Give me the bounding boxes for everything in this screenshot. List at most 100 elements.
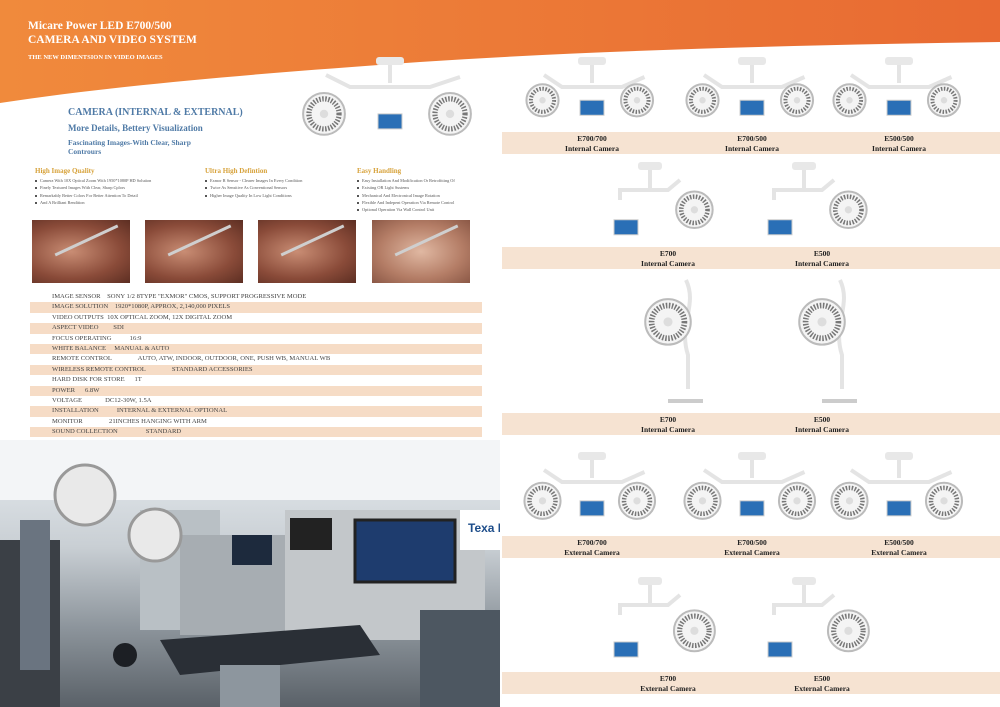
feature-item: Twice As Sensitive As Conventional Senso… [205,184,355,191]
feature-title: Ultra High Defintion [205,167,268,175]
lamp-icon [523,452,657,520]
product-image [677,450,827,532]
product-camera-type: External Camera [724,547,780,557]
product-model: E700/700 [577,134,607,143]
lamp-icon [832,57,962,118]
camera-section: CAMERA (INTERNAL & EXTERNAL) More Detail… [68,107,243,156]
product-image [677,55,827,128]
product-camera-type: External Camera [794,683,850,693]
feature-item: Camera With 10X Optical Zoom With 1950*1… [35,177,185,184]
spec-table: IMAGE SENSOR SONY 1/2 8TYPE "EXMOR" CMOS… [30,292,482,438]
product-model: E700 [659,674,677,683]
feature-item: Flexible And Indepent Operation Via Remo… [357,199,507,206]
spec-row: INSTALLATION INTERNAL & EXTERNAL OPTIONA… [30,406,482,417]
product-camera-type: External Camera [640,683,696,693]
product-camera-type: External Camera [564,547,620,557]
product-image [517,450,667,532]
feature-item: Existing OR Light Sustems [357,184,507,191]
product-camera-type: Internal Camera [795,424,849,434]
product-image [762,575,882,668]
header-banner [0,0,1000,103]
lamp-icon [644,279,703,403]
lamp-icon [830,452,964,520]
product-camera-type: Internal Camera [795,258,849,268]
surgical-image-2 [145,220,243,283]
product-camera-type: Internal Camera [565,143,619,153]
lamp-icon [683,452,817,520]
lamp-icon [767,577,870,658]
feature-item: Mechanical And Electronical Image Rotati… [357,192,507,199]
feature-item: Finely Textured Images With Clear, Sharp… [35,184,185,191]
feature-item: And A Brilliant Rendition [35,199,185,206]
lamp-icon [798,279,857,403]
camera-heading: CAMERA (INTERNAL & EXTERNAL) [68,107,243,118]
product-image [517,55,667,128]
spec-row: SOUND COLLECTION STANDARD [30,427,482,438]
spec-row: POWER 6.8W [30,385,482,396]
product-model: E700/500 [737,134,767,143]
product-image [608,160,728,243]
product-model: E700/700 [577,538,607,547]
product-model: E500/500 [884,538,914,547]
spec-row: IMAGE SENSOR SONY 1/2 8TYPE "EXMOR" CMOS… [52,293,307,300]
product-camera-type: Internal Camera [872,143,926,153]
feature-item: Optional Operation Via Wall Control Unit [357,206,507,213]
hero-lamp-image [290,55,490,150]
lamp-icon [525,57,655,118]
product-image [613,275,723,409]
spec-row: REMOTE CONTROL AUTO, ATW, INDOOR, OUTDOO… [52,355,331,363]
spec-row: FOCUS OPERATING 16:9 [52,334,142,342]
product-image [767,275,877,409]
spec-row: MONITOR 21INCHES HANGING WITH ARM [52,417,207,425]
surgical-image-4 [372,220,470,283]
lamp-icon [613,577,716,658]
feature-item: Remarkably Better Colors For Better Atte… [35,192,185,199]
feature-title: Easy Handling [357,167,402,175]
camera-tagline: Fascinating Images-With Clear, Sharp Con… [68,138,191,156]
camera-subheading: More Details, Bettery Visualization [68,123,203,133]
spec-row: IMAGE SOLUTION 1920*1080P, APPROX, 2,140… [30,302,482,313]
product-model: E700/500 [737,538,767,547]
feature-item: Exmor R Sensor - Clearer Images In Every… [205,177,355,184]
product-camera-type: Internal Camera [641,424,695,434]
product-model: E700 [659,249,677,258]
product-image [824,450,974,532]
product-model: E500 [813,415,831,424]
spec-row: HARD DISK FOR STORE 1T [52,376,142,384]
operating-room-photo: Texa Harris [0,440,500,707]
surgical-image-3 [258,220,356,283]
feature-item: Easy Installation And Modification Or Re… [357,177,507,184]
sign-text: Texa Harris [468,521,500,535]
lamp-icon [767,162,868,236]
product-camera-type: Internal Camera [725,143,779,153]
feature-item: Higher Image Quality In Low Light Condit… [205,192,355,199]
header-tagline: THE NEW DIMENTSION IN VIDEO IMAGES [28,54,163,61]
product-model: E500/500 [884,134,914,143]
product-model: E500 [813,674,831,683]
spec-row: VOLTAGE DC12-30W, 1.5A [52,396,152,404]
spec-row: WIRELESS REMOTE CONTROL STANDARD ACCESSO… [30,364,482,376]
spec-row: VIDEO OUTPUTS 10X OPTICAL ZOOM, 12X DIGI… [52,313,233,321]
feature-title: High Image Quality [35,167,95,175]
product-image [824,55,974,128]
product-image [762,160,882,243]
product-model: E700 [659,415,677,424]
product-image [608,575,728,668]
